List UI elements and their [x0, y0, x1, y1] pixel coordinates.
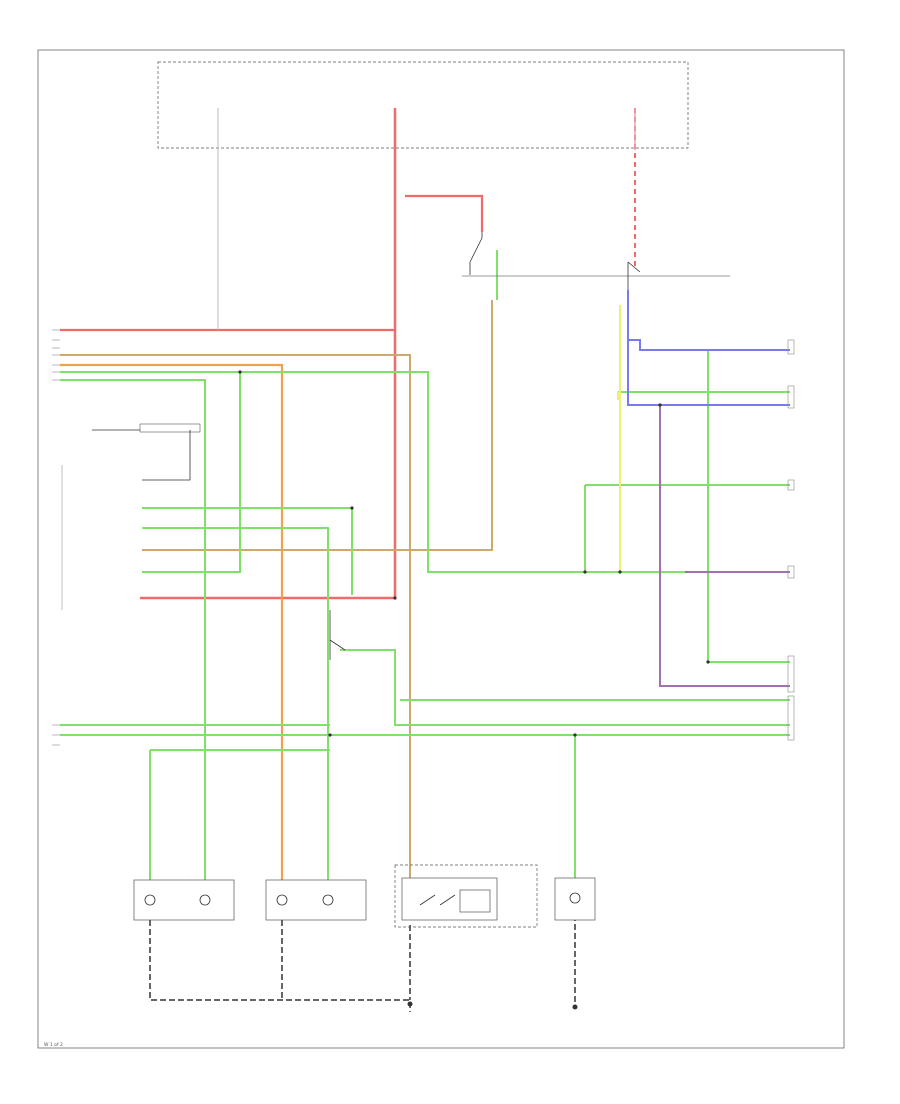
switch-contacts — [419, 894, 456, 906]
wire-blue — [627, 290, 790, 406]
diagram-frame — [37, 49, 845, 1049]
relay-contact — [627, 261, 641, 290]
bulb-icon — [199, 894, 211, 906]
wire-purple — [659, 405, 790, 687]
fuse-relay-box — [157, 61, 689, 149]
wire-green-h — [149, 749, 330, 880]
wire-green-d — [142, 527, 329, 880]
switch-assembly-dashed — [394, 864, 538, 928]
wire-green-a — [60, 371, 790, 573]
left-pin-ticks — [52, 329, 60, 746]
wire-green-l — [707, 349, 790, 663]
switch-module — [459, 889, 491, 913]
wire-yellow — [617, 305, 621, 572]
wire-ground-left — [149, 920, 411, 1012]
lamp-single — [554, 877, 596, 921]
wire-green-b — [60, 379, 206, 880]
bulb-icon — [276, 894, 288, 906]
wire-tan-switch — [142, 300, 493, 551]
ground-icon — [407, 1001, 413, 1007]
wire-red-main — [140, 108, 397, 600]
page-label: W 1 of 2 — [44, 1042, 63, 1048]
right-connectors — [787, 339, 795, 741]
left-connector-wires — [92, 429, 191, 481]
wire-green-i — [340, 649, 790, 726]
relay-small — [329, 610, 346, 660]
junction-dots — [238, 370, 710, 737]
ground-icon — [572, 1004, 578, 1010]
bulb-icon — [144, 894, 156, 906]
wire-green-n — [584, 484, 790, 572]
lamp-assembly-right — [265, 879, 367, 921]
wire-orange — [60, 363, 284, 880]
wire-green-e — [142, 372, 241, 573]
wire-tan-long — [60, 354, 411, 910]
switch-contact — [469, 232, 483, 275]
bulb-icon — [322, 894, 334, 906]
left-connector — [139, 423, 201, 433]
wire-red-switch — [405, 194, 484, 232]
wire-layer — [60, 108, 790, 1012]
wire-green-c — [142, 507, 353, 595]
bulb-icon — [569, 892, 581, 904]
lamp-assembly-left — [133, 879, 235, 921]
